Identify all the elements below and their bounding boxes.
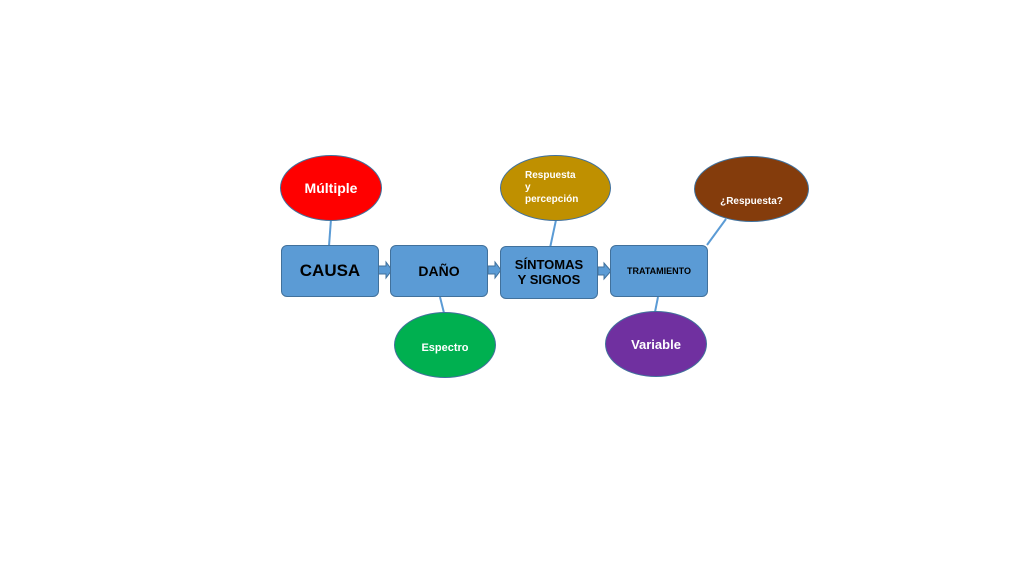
step-dano-label: DAÑO xyxy=(418,262,460,279)
link-multiple-causa xyxy=(328,218,332,247)
note-respuesta-label: Respuesta y percepción xyxy=(525,170,579,205)
step-causa: CAUSA xyxy=(281,245,379,297)
step-dano: DAÑO xyxy=(390,245,488,297)
note-espectro-label: Espectro xyxy=(421,342,469,354)
note-variable: Variable xyxy=(605,311,707,377)
note-multiple: Múltiple xyxy=(280,155,382,221)
step-sintomas-label: SÍNTOMAS Y SIGNOS xyxy=(514,256,584,287)
note-respuesta: Respuesta y percepción xyxy=(500,155,611,221)
note-espectro: Espectro xyxy=(394,312,496,378)
arrow-causa-dano xyxy=(377,260,393,280)
note-variable-label: Variable xyxy=(631,336,681,352)
note-multiple-label: Múltiple xyxy=(304,180,358,196)
step-tratamiento-label: TRATAMIENTO xyxy=(627,265,691,276)
note-pregunta-label: ¿Respuesta? xyxy=(720,195,783,207)
arrow-dano-sintomas xyxy=(487,260,502,280)
step-sintomas: SÍNTOMAS Y SIGNOS xyxy=(500,246,598,299)
arrow-sintomas-tratamiento xyxy=(597,261,612,281)
note-pregunta: ¿Respuesta? xyxy=(694,156,809,222)
link-variable-tratamiento xyxy=(654,296,659,313)
step-causa-label: CAUSA xyxy=(299,261,361,281)
step-tratamiento: TRATAMIENTO xyxy=(610,245,708,297)
link-espectro-dano xyxy=(439,296,445,314)
link-respuesta-sintomas xyxy=(549,219,557,249)
link-pregunta-tratamiento xyxy=(706,218,727,246)
